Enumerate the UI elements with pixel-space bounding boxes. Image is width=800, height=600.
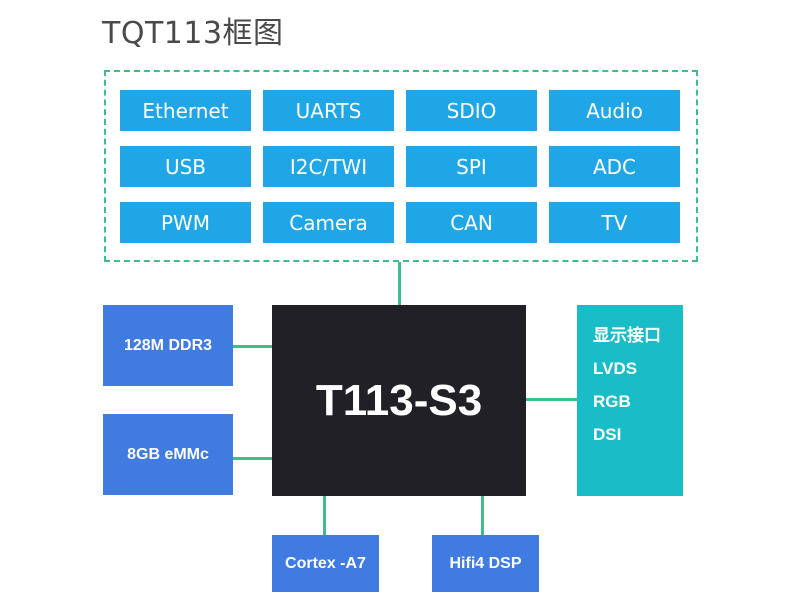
peripheral-sdio: SDIO — [406, 90, 537, 131]
cortex-a7-block: Cortex -A7 — [272, 535, 379, 592]
connector-emmc-soc — [233, 457, 272, 460]
peripheral-pwm: PWM — [120, 202, 251, 243]
peripheral-group-frame — [104, 70, 698, 262]
peripheral-adc: ADC — [549, 146, 680, 187]
peripheral-audio: Audio — [549, 90, 680, 131]
peripheral-usb: USB — [120, 146, 251, 187]
soc-block: T113-S3 — [272, 305, 526, 496]
display-item-dsi: DSI — [593, 425, 622, 444]
hifi4-dsp-block: Hifi4 DSP — [432, 535, 539, 592]
peripheral-tv: TV — [549, 202, 680, 243]
display-item-rgb: RGB — [593, 392, 631, 411]
display-item-lvds: LVDS — [593, 359, 638, 378]
peripheral-ethernet: Ethernet — [120, 90, 251, 131]
peripheral-camera: Camera — [263, 202, 394, 243]
connector-soc-cortex — [323, 496, 326, 535]
display-interface-header: 显示接口 — [593, 326, 661, 345]
connector-ddr-soc — [233, 345, 272, 348]
peripheral-uarts: UARTS — [263, 90, 394, 131]
ddr-memory-block: 128M DDR3 — [103, 305, 233, 386]
diagram-title: TQT113框图 — [102, 16, 284, 51]
peripheral-spi: SPI — [406, 146, 537, 187]
connector-soc-display — [526, 398, 577, 401]
connector-soc-dsp — [481, 496, 484, 535]
emmc-storage-block: 8GB eMMc — [103, 414, 233, 495]
peripheral-i2c-twi: I2C/TWI — [263, 146, 394, 187]
peripheral-can: CAN — [406, 202, 537, 243]
soc-label: T113-S3 — [315, 375, 483, 425]
display-interface-block: 显示接口 LVDS RGB DSI — [577, 305, 683, 496]
connector-peripherals-soc — [398, 262, 401, 305]
